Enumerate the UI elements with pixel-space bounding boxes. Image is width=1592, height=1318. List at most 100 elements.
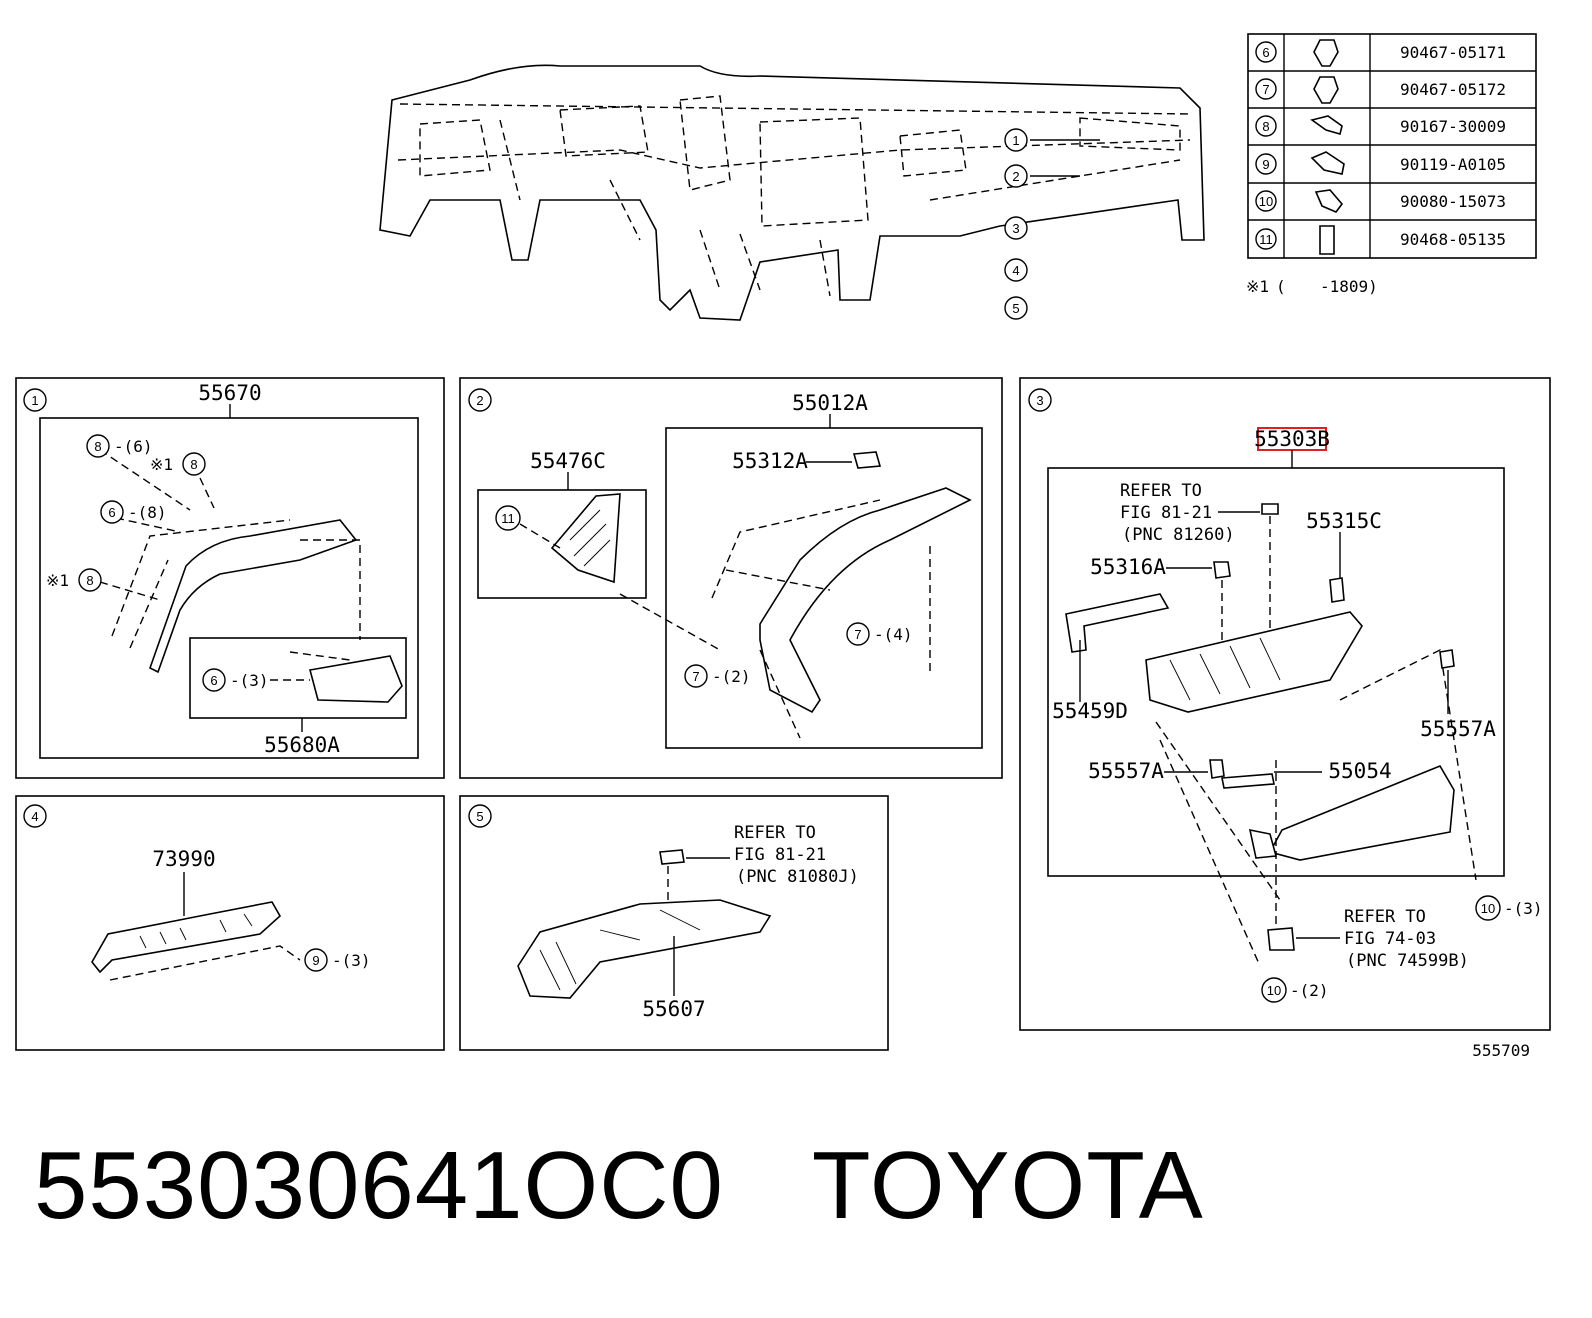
table-row: 11 90468-05135 bbox=[1255, 225, 1506, 255]
svg-text:2: 2 bbox=[476, 393, 483, 408]
clip-icon bbox=[1319, 225, 1335, 255]
svg-text:-(3): -(3) bbox=[1504, 899, 1543, 918]
svg-text:6: 6 bbox=[210, 673, 217, 688]
svg-text:8: 8 bbox=[190, 457, 197, 472]
ref-circle bbox=[1255, 41, 1277, 63]
panel-number-circle bbox=[23, 804, 47, 828]
svg-text:-(2): -(2) bbox=[1290, 981, 1329, 1000]
callout-circle bbox=[86, 434, 110, 458]
svg-text:-(3): -(3) bbox=[332, 951, 371, 970]
part-label: 55680A bbox=[264, 733, 340, 757]
svg-text:1: 1 bbox=[31, 393, 38, 408]
svg-text:-(8): -(8) bbox=[128, 503, 167, 522]
bracket-illustration bbox=[550, 493, 621, 584]
ref-circle bbox=[1255, 190, 1277, 212]
svg-text:3: 3 bbox=[1012, 221, 1019, 236]
svg-text:8: 8 bbox=[94, 439, 101, 454]
part-number: 90467-05171 bbox=[1400, 43, 1506, 62]
caption-part-number: 553030641OC0 bbox=[34, 1132, 724, 1239]
bolt-icon bbox=[1314, 189, 1344, 213]
vent-illustration bbox=[309, 655, 403, 703]
svg-text:10: 10 bbox=[1481, 901, 1495, 916]
fastener-table: 6 90467-05171 7 90467-05172 8 90167-3000… bbox=[1247, 33, 1537, 259]
stopper-illustration bbox=[1439, 649, 1455, 669]
overview-callout-4 bbox=[1004, 258, 1028, 282]
panel-1: 1 55670 55680A 8 -(6) ※1 8 6 -(8) ※1 8 6… bbox=[15, 377, 445, 779]
callout-circle bbox=[684, 664, 708, 688]
ornament-strip-illustration bbox=[91, 901, 282, 974]
refer-text: (PNC 81260) bbox=[1122, 525, 1235, 545]
subassembly-box bbox=[477, 489, 647, 599]
callout-circle bbox=[182, 452, 206, 476]
stopper-illustration bbox=[1209, 759, 1225, 779]
trim-panel-illustration bbox=[149, 519, 358, 674]
part-label: 55557A bbox=[1420, 717, 1496, 741]
refer-text: (PNC 74599B) bbox=[1346, 951, 1469, 971]
refer-text: REFER TO bbox=[1120, 481, 1202, 501]
clip-icon bbox=[1313, 76, 1339, 104]
part-label: 55476C bbox=[530, 449, 606, 473]
hinge-illustration bbox=[1221, 773, 1275, 789]
part-label: 55012A bbox=[792, 391, 868, 415]
svg-text:5: 5 bbox=[1012, 301, 1019, 316]
svg-text:10: 10 bbox=[1267, 983, 1281, 998]
part-label: 55670 bbox=[198, 381, 261, 405]
svg-text:-(4): -(4) bbox=[874, 625, 913, 644]
svg-text:-(3): -(3) bbox=[230, 671, 269, 690]
callout-circle bbox=[304, 948, 328, 972]
refer-text: (PNC 81080J) bbox=[736, 867, 859, 887]
overview-callout-1 bbox=[1004, 128, 1028, 152]
screw-icon bbox=[1310, 115, 1343, 135]
latch-illustration bbox=[1248, 828, 1278, 859]
svg-text:8: 8 bbox=[1262, 119, 1269, 134]
part-label: 55607 bbox=[642, 997, 705, 1021]
subassembly-box bbox=[189, 637, 407, 719]
svg-text:1: 1 bbox=[1012, 133, 1019, 148]
panel-number-circle bbox=[1028, 388, 1052, 412]
svg-text:11: 11 bbox=[1259, 232, 1273, 247]
table-row: 6 90467-05171 bbox=[1255, 39, 1506, 67]
refer-text: FIG 81-21 bbox=[734, 845, 826, 865]
clip-icon bbox=[1313, 39, 1339, 67]
overview-callout-5 bbox=[1004, 296, 1028, 320]
svg-text:-(2): -(2) bbox=[712, 667, 751, 686]
overview-callout-3 bbox=[1004, 216, 1028, 240]
callout-circle bbox=[1261, 977, 1287, 1003]
ref-circle bbox=[1255, 78, 1277, 100]
part-label: 55312A bbox=[732, 449, 808, 473]
caption-brand: TOYOTA bbox=[811, 1132, 1204, 1239]
part-label: 55315C bbox=[1306, 509, 1382, 533]
part-label: 55054 bbox=[1328, 759, 1391, 783]
part-number: 90167-30009 bbox=[1400, 117, 1506, 136]
duct-illustration bbox=[1065, 593, 1170, 653]
svg-text:11: 11 bbox=[501, 511, 515, 526]
overview-callout-2 bbox=[1004, 164, 1028, 188]
panel-3: 3 55303B REFER TO FIG 81-21 (PNC 81260) … bbox=[1019, 377, 1551, 1031]
ref-circle bbox=[1255, 153, 1277, 175]
svg-text:6: 6 bbox=[1262, 45, 1269, 60]
svg-text:6: 6 bbox=[108, 505, 115, 520]
refer-text: REFER TO bbox=[734, 823, 816, 843]
bracket-illustration bbox=[1267, 927, 1295, 951]
connector-illustration bbox=[659, 849, 685, 865]
svg-text:4: 4 bbox=[31, 809, 38, 824]
footnote-paren: ( bbox=[1276, 277, 1286, 296]
overview-callouts: 1 2 3 4 5 bbox=[1004, 128, 1028, 320]
assembly-box bbox=[665, 427, 983, 749]
clip-illustration bbox=[852, 451, 882, 469]
svg-text:※1: ※1 bbox=[46, 571, 69, 590]
part-number: 90080-15073 bbox=[1400, 192, 1506, 211]
illustration-id: 555709 bbox=[1472, 1041, 1530, 1060]
ref-circle bbox=[1255, 228, 1277, 250]
undercover-illustration bbox=[517, 899, 772, 999]
ref-circle bbox=[1255, 115, 1277, 137]
assembly-box bbox=[1047, 467, 1505, 877]
svg-text:7: 7 bbox=[692, 669, 699, 684]
svg-text:9: 9 bbox=[312, 953, 319, 968]
table-row: 10 90080-15073 bbox=[1255, 189, 1506, 213]
table-row: 7 90467-05172 bbox=[1255, 76, 1506, 104]
connector-illustration bbox=[1261, 503, 1279, 515]
panel-2: 2 55012A 55476C 11 55312A 7 -(4) 7 -(2) bbox=[459, 377, 1003, 779]
side-panel-illustration bbox=[759, 487, 972, 714]
